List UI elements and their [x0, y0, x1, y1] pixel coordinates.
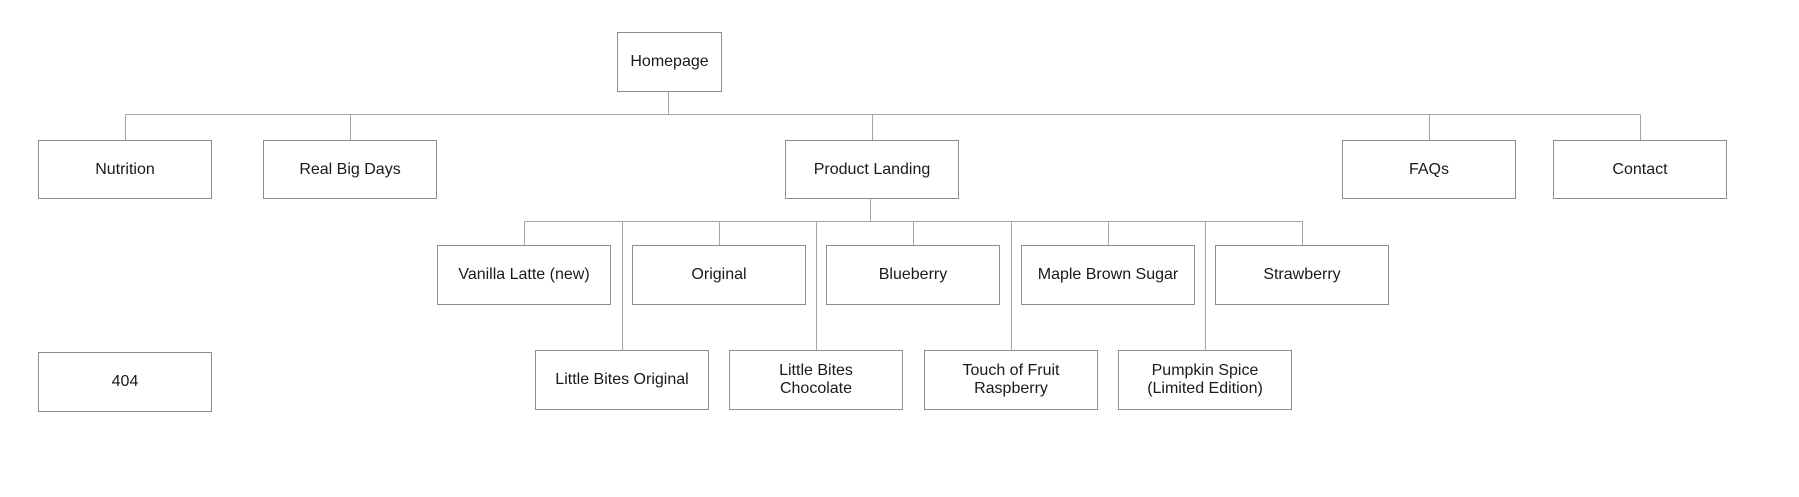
node-little-bites-original-label: Little Bites Original	[555, 371, 689, 388]
node-contact[interactable]: Contact	[1553, 140, 1727, 199]
node-blueberry-label: Blueberry	[878, 266, 948, 283]
node-touch-of-fruit-raspberry-label: Touch of Fruit Raspberry	[962, 362, 1060, 397]
node-little-bites-chocolate-label: Little Bites Chocolate	[779, 362, 853, 397]
node-real-big-days[interactable]: Real Big Days	[263, 140, 437, 199]
node-404[interactable]: 404	[38, 352, 212, 412]
node-touch-of-fruit-raspberry[interactable]: Touch of Fruit Raspberry	[924, 350, 1098, 410]
node-real-big-days-label: Real Big Days	[299, 160, 401, 178]
node-blueberry[interactable]: Blueberry	[826, 245, 1000, 305]
node-original[interactable]: Original	[632, 245, 806, 305]
node-faqs-label: FAQs	[1408, 160, 1449, 178]
node-pumpkin-spice-label: Pumpkin Spice (Limited Edition)	[1147, 362, 1263, 397]
node-homepage[interactable]: Homepage	[617, 32, 722, 92]
node-original-label: Original	[691, 266, 747, 283]
node-404-label: 404	[111, 373, 139, 390]
node-faqs[interactable]: FAQs	[1342, 140, 1516, 199]
node-little-bites-chocolate[interactable]: Little Bites Chocolate	[729, 350, 903, 410]
node-nutrition[interactable]: Nutrition	[38, 140, 212, 199]
node-strawberry-label: Strawberry	[1263, 266, 1341, 283]
node-maple-brown-sugar-label: Maple Brown Sugar	[1037, 266, 1179, 283]
node-product-landing-label: Product Landing	[813, 160, 931, 178]
node-vanilla-latte-label: Vanilla Latte (new)	[458, 266, 590, 283]
node-pumpkin-spice[interactable]: Pumpkin Spice (Limited Edition)	[1118, 350, 1292, 410]
node-contact-label: Contact	[1612, 160, 1668, 178]
node-strawberry[interactable]: Strawberry	[1215, 245, 1389, 305]
node-homepage-label: Homepage	[630, 53, 709, 70]
node-little-bites-original[interactable]: Little Bites Original	[535, 350, 709, 410]
node-nutrition-label: Nutrition	[95, 160, 155, 178]
node-vanilla-latte[interactable]: Vanilla Latte (new)	[437, 245, 611, 305]
node-product-landing[interactable]: Product Landing	[785, 140, 959, 199]
node-maple-brown-sugar[interactable]: Maple Brown Sugar	[1021, 245, 1195, 305]
